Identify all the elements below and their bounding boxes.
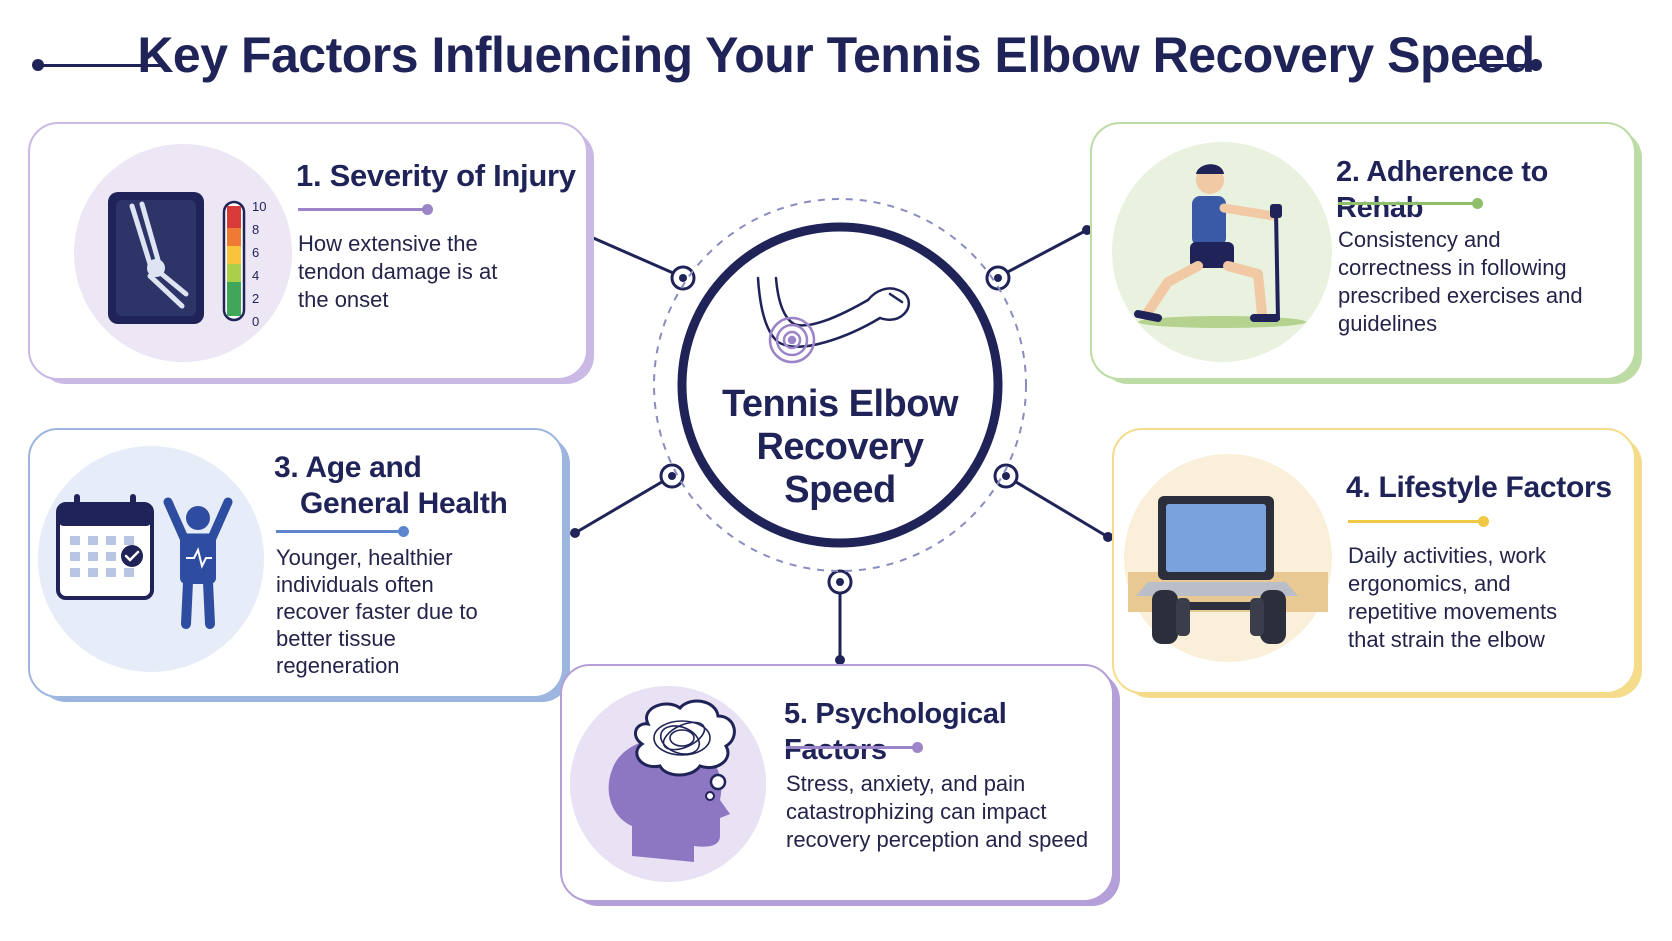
factor-description: Stress, anxiety, and pain catastrophizin… bbox=[786, 771, 1089, 852]
factor-title: 4. Lifestyle Factors bbox=[1346, 471, 1612, 504]
factor-title-underline bbox=[1338, 198, 1483, 209]
pain-scale-label: 10 bbox=[252, 199, 266, 214]
title-rule-right-dot bbox=[1530, 59, 1542, 71]
age-icon-circle bbox=[38, 446, 264, 672]
page-title: Key Factors Influencing Your Tennis Elbo… bbox=[137, 27, 1535, 83]
psychological-icon-circle bbox=[570, 686, 766, 882]
elbow-xray-pain-scale-icon: 10 8 6 4 2 0 bbox=[108, 192, 266, 329]
factor-card-adherence: 2. Adherence to Rehab Consistency and co… bbox=[1090, 122, 1636, 380]
factor-description: Younger, healthier individuals often rec… bbox=[276, 545, 478, 678]
hub-ring bbox=[653, 198, 1027, 572]
factor-title: 5. Psychological Factors bbox=[784, 698, 1007, 766]
factor-description: Consistency and correctness in following… bbox=[1338, 227, 1583, 336]
pain-scale-label: 2 bbox=[252, 291, 259, 306]
factor-title-underline bbox=[786, 742, 923, 753]
hub-title-line: Tennis Elbow bbox=[721, 383, 959, 425]
pain-scale-label: 8 bbox=[252, 222, 259, 237]
lifestyle-icon-circle bbox=[1124, 454, 1332, 662]
connector-adherence bbox=[999, 228, 1088, 278]
severity-icon-circle: 10 8 6 4 2 0 bbox=[74, 144, 292, 362]
factor-title-underline bbox=[298, 204, 433, 215]
pain-scale-label: 6 bbox=[252, 245, 259, 260]
factor-description: Daily activities, work ergonomics, and r… bbox=[1348, 543, 1558, 652]
factor-card-age: 3. Age and General Health Younger, healt… bbox=[28, 428, 564, 698]
connector-severity bbox=[574, 228, 681, 278]
adherence-icon-circle bbox=[1112, 142, 1332, 362]
factor-title-underline bbox=[1348, 516, 1489, 527]
factor-card-severity: 10 8 6 4 2 0 1. Severity of Injury How e… bbox=[28, 122, 588, 380]
laptop-dumbbell-icon bbox=[1128, 496, 1328, 644]
pain-scale-label: 0 bbox=[252, 314, 259, 329]
connector-end-adherence bbox=[1082, 225, 1092, 235]
connector-end-psychological bbox=[835, 655, 845, 665]
factor-card-lifestyle: 4. Lifestyle Factors Daily activities, w… bbox=[1112, 428, 1636, 694]
title-rule-right bbox=[1474, 64, 1536, 67]
elbow-pain-rings bbox=[768, 316, 816, 364]
stressed-head-thought-icon bbox=[608, 699, 736, 862]
factor-title-underline bbox=[276, 526, 409, 537]
hub-title-line: Recovery bbox=[756, 426, 924, 468]
calendar-healthy-person-icon bbox=[56, 494, 233, 629]
factor-title: 2. Adherence to Rehab bbox=[1336, 156, 1548, 224]
factor-card-psychological: 5. Psychological Factors Stress, anxiety… bbox=[560, 664, 1114, 902]
connector-end-age bbox=[570, 528, 580, 538]
connector-end-lifestyle bbox=[1103, 532, 1113, 542]
title-rule-left bbox=[38, 64, 166, 67]
title-row: Key Factors Influencing Your Tennis Elbo… bbox=[0, 20, 1672, 90]
resistance-band-exercise-icon bbox=[1134, 164, 1306, 328]
pain-scale-label: 4 bbox=[252, 268, 259, 283]
connector-lifestyle bbox=[1005, 474, 1109, 539]
factor-title: 1. Severity of Injury bbox=[296, 158, 576, 193]
hub-title-line: Speed bbox=[784, 469, 896, 511]
hub-title: Tennis Elbow Recovery Speed bbox=[680, 383, 1000, 512]
connector-age bbox=[574, 474, 673, 535]
factor-description: How extensive the tendon damage is at th… bbox=[298, 231, 498, 312]
factor-title: 3. Age and General Health bbox=[274, 451, 508, 520]
